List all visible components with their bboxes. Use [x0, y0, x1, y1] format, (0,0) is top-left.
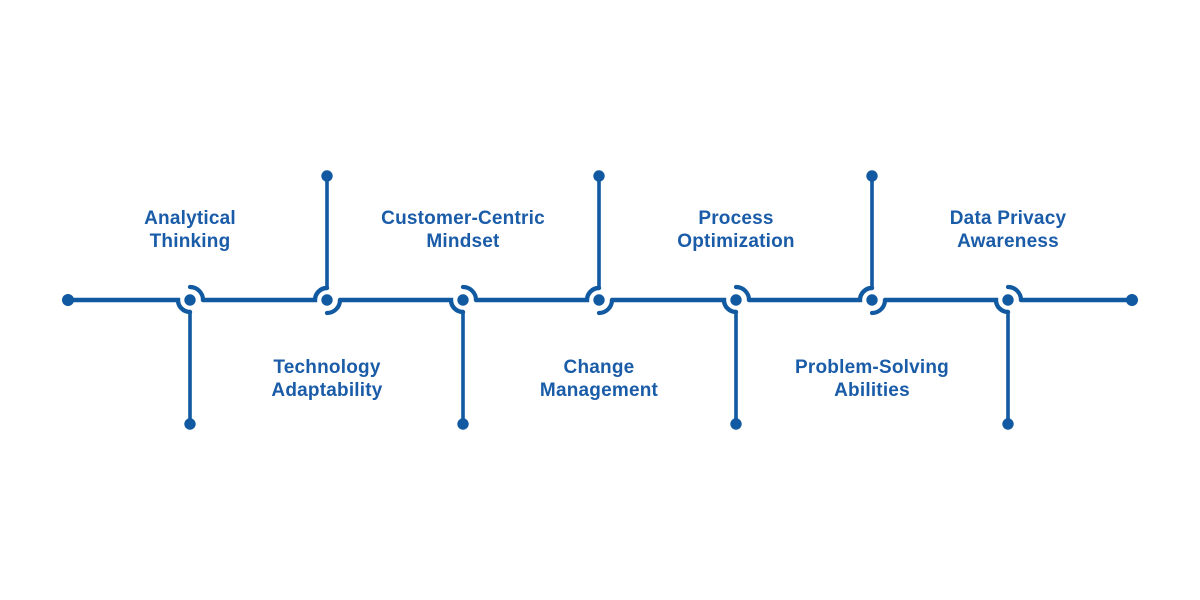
timeline-stem-end-dot	[184, 418, 196, 430]
timeline-end-dot	[1126, 294, 1138, 306]
timeline-label-line: Problem-Solving	[795, 357, 949, 378]
timeline-label-line: Process	[698, 208, 774, 229]
timeline-label-problem-solving-abilities: Problem-Solving Abilities	[795, 356, 949, 402]
timeline-label-line: Optimization	[677, 231, 795, 252]
timeline-node-dot	[321, 294, 333, 306]
timeline-stem-end-dot	[321, 170, 333, 182]
timeline-label-line: Thinking	[149, 231, 231, 252]
timeline-stem-end-dot	[866, 170, 878, 182]
timeline-connector-segment	[609, 297, 739, 315]
timeline-node-dot	[593, 294, 605, 306]
timeline-label-line: Adaptability	[271, 380, 383, 401]
timeline-stem-end-dot	[593, 170, 605, 182]
timeline-node-dot	[866, 294, 878, 306]
timeline-label-line: Change	[563, 357, 635, 378]
timeline-node-dot	[730, 294, 742, 306]
timeline-label-line: Awareness	[957, 231, 1059, 252]
timeline-label-line: Technology	[273, 357, 381, 378]
timeline-node-dot	[457, 294, 469, 306]
timeline-label-data-privacy-awareness: Data Privacy Awareness	[950, 207, 1066, 253]
timeline-connector-segment	[200, 285, 330, 303]
timeline-stem-end-dot	[730, 418, 742, 430]
timeline-label-line: Analytical	[144, 208, 236, 229]
timeline-label-line: Data Privacy	[949, 208, 1067, 229]
timeline-connector-segment	[65, 297, 193, 315]
timeline-connector-segment	[882, 297, 1011, 315]
timeline-start-dot	[62, 294, 74, 306]
timeline-label-change-management: Change Management	[540, 356, 658, 402]
timeline-node-dot	[184, 294, 196, 306]
timeline-node-dot	[1002, 294, 1014, 306]
timeline-connector-segment	[746, 285, 875, 303]
timeline-label-process-optimization: Process Optimization	[677, 207, 794, 253]
timeline-label-analytical-thinking: Analytical Thinking	[144, 207, 236, 253]
timeline-connector-segment	[337, 297, 466, 315]
timeline-label-line: Customer-Centric	[381, 208, 545, 229]
timeline-label-line: Mindset	[426, 231, 500, 252]
timeline-stem-end-dot	[457, 418, 469, 430]
timeline-label-line: Abilities	[834, 380, 910, 401]
timeline-stem-end-dot	[1002, 418, 1014, 430]
timeline-label-line: Management	[539, 380, 659, 401]
timeline-label-technology-adaptability: Technology Adaptability	[271, 356, 382, 402]
timeline-connector-segment	[473, 285, 602, 303]
timeline-label-customer-centric-mindset: Customer-Centric Mindset	[381, 207, 545, 253]
